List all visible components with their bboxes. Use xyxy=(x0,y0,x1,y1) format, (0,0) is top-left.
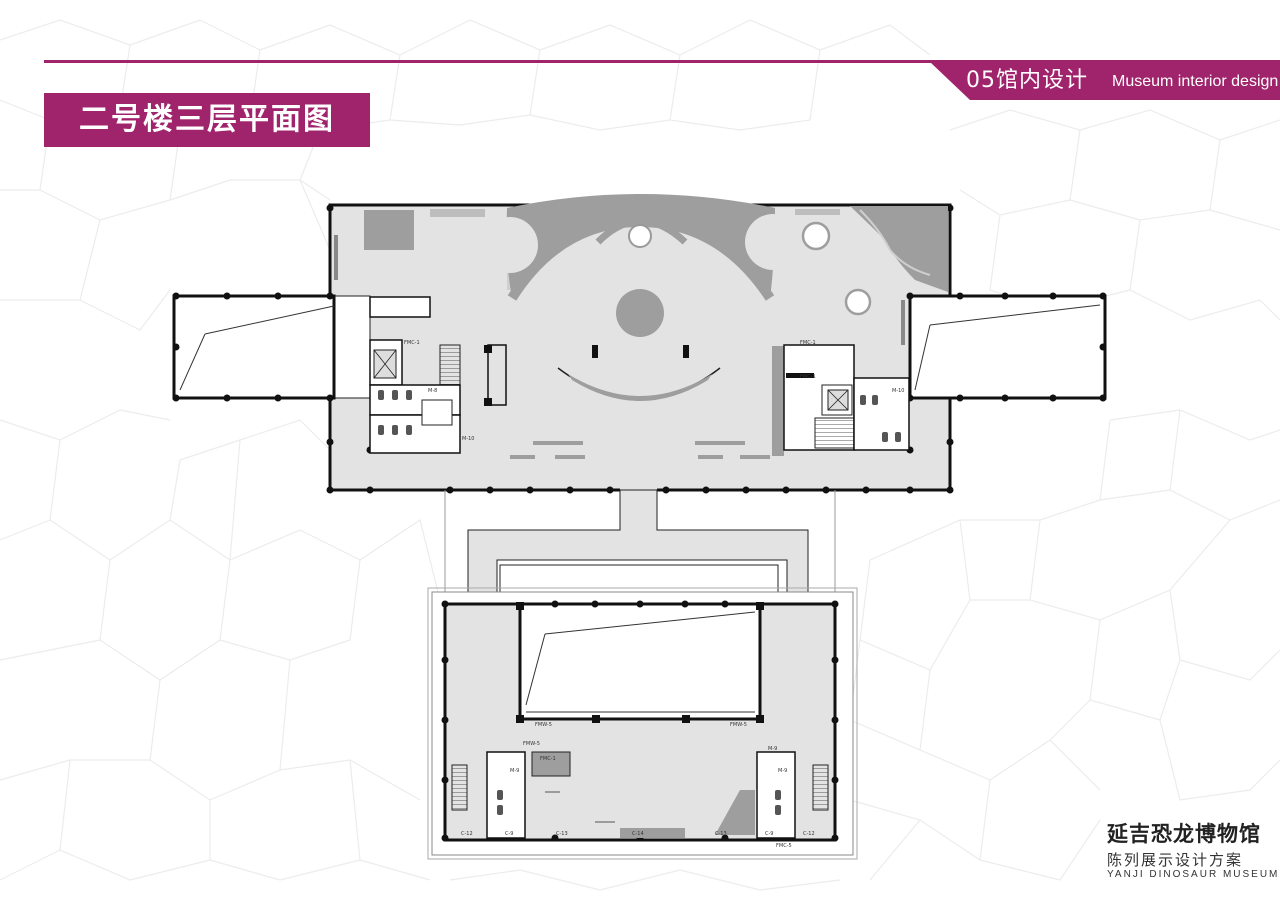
label-door-fmc1-lower: FMC-1 xyxy=(540,756,556,762)
label-door-m9-lower-right-b: M-9 xyxy=(778,768,787,774)
museum-name-cn: 延吉恐龙博物馆 xyxy=(1107,822,1261,846)
label-door-m8: M-8 xyxy=(428,388,437,394)
right-service-core xyxy=(783,344,910,451)
section-english-title: Museum interior design xyxy=(1112,73,1279,90)
label-window-c13-a: C-13 xyxy=(556,831,568,837)
label-door-m9-lower-right-a: M-9 xyxy=(768,746,777,752)
label-door-fmc5: FMC-5 xyxy=(776,843,792,849)
lower-building xyxy=(427,587,858,860)
label-door-fmw5-right: FMW-5 xyxy=(730,722,747,728)
label-window-c14: C-14 xyxy=(632,831,644,837)
plan-subtitle-cn: 陈列展示设计方案 xyxy=(1107,851,1244,869)
label-door-fmc1-left: FMC-1 xyxy=(404,340,420,346)
header-rule xyxy=(44,60,1280,63)
label-door-m10-left: M-10 xyxy=(462,436,474,442)
section-tab xyxy=(930,62,1280,100)
label-door-fmc1-right-a: FMC-1 xyxy=(800,340,816,346)
label-door-fmw5-left: FMW-5 xyxy=(535,722,552,728)
left-service-core xyxy=(369,296,507,454)
museum-name-en: YANJI DINOSAUR MUSEUM xyxy=(1107,869,1280,880)
label-door-fmc1-right-b: FMC-1 xyxy=(800,374,816,380)
structural-columns-upper xyxy=(172,204,1107,494)
label-window-c13-b: C-13 xyxy=(715,831,727,837)
label-window-c12-right: C-12 xyxy=(803,831,815,837)
label-door-m9-lower-left: M-9 xyxy=(510,768,519,774)
left-wing xyxy=(172,294,336,400)
right-wing xyxy=(908,294,1107,400)
connecting-bridge xyxy=(444,489,836,605)
label-window-c12-left: C-12 xyxy=(461,831,473,837)
page-title: 二号楼三层平面图 xyxy=(79,102,335,137)
label-door-m10-right: M-10 xyxy=(892,388,904,394)
exhibit-features-upper xyxy=(334,194,948,459)
label-window-c9-right: C-9 xyxy=(765,831,773,837)
page-title-banner: 二号楼三层平面图 xyxy=(44,93,370,147)
section-number: 05馆内设计 xyxy=(966,68,1088,93)
label-window-c9-left: C-9 xyxy=(505,831,513,837)
label-door-fmw5-lower: FMW-5 xyxy=(523,741,540,747)
